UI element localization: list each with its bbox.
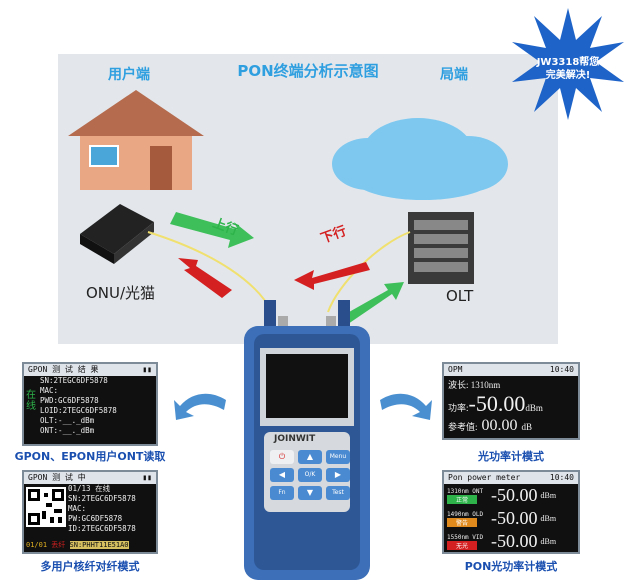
starburst-badge [512,8,624,120]
ont-line: PWD:GC6DF5878 [40,396,99,405]
pon-diagram: PON终端分析示意图 用户端 局端 [58,54,558,344]
ont-line: ONT:-__._dBm [40,426,95,435]
device-brand: JOINWIT [274,434,316,444]
battery-icon: ▮▮ [142,473,152,482]
pon-screen-header: Pon power meter 10:40 [444,472,578,484]
ont-status-vertical: 在线 [26,390,36,412]
device-keypad: ⏻ ▲ Menu ◀ O/K ▶ Fn ▼ Test [270,450,350,500]
ont-line: MAC: [40,386,59,395]
pon-time: 10:40 [549,473,574,482]
ok-button[interactable]: O/K [298,468,322,482]
pon-row-value: -50.00 [491,531,538,551]
opm-screen: OPM 10:40 波长: 1310nm 功率:-50.00dBm 参考值: 00… [442,362,580,440]
pon-row-label: 1310nm ONT [447,487,484,495]
test-button[interactable]: Test [326,486,350,500]
pon-row-unit: dBm [540,491,557,500]
pon-row-value: -50.00 [491,508,538,528]
multi-caption: 多用户核纤对纤模式 [40,560,140,573]
opm-power-row: 功率:-50.00dBm [448,391,574,417]
menu-button[interactable]: Menu [326,450,350,464]
fn-button[interactable]: Fn [270,486,294,500]
opm-header-title: OPM [448,365,463,374]
ont-line: SN:2TEGC6DF5878 [40,376,108,385]
badge-line1: JW3318帮您 [536,57,600,68]
battery-icon: ▮▮ [142,365,152,374]
pon-power-screen: Pon power meter 10:40 1310nm ONT 正常 -50.0… [442,470,580,554]
pon-row: 1490nm OLD 警告 -50.00 dBm [447,507,575,530]
multi-line: 01/13 在线 [68,484,111,493]
ont-header-title: GPON 测 试 结 果 [28,365,99,374]
ont-caption: GPON、EPON用户ONT读取 [14,450,166,463]
office-side-label: 局端 [440,67,468,83]
ref-value: 00.00 [481,417,518,434]
multi-footer-mid: 丢纤 [51,541,66,549]
multi-footer-left: 01/01 [26,541,48,549]
power-label: 功率: [448,403,469,413]
curved-arrow-left [174,393,226,420]
pon-row-value: -50.00 [491,485,538,505]
badge-line2: 完美解决! [545,70,591,81]
opm-ref-row: 参考值: 00.00 dB [448,417,574,435]
pon-row-tag: 正常 [447,494,477,504]
right-button[interactable]: ▶ [326,468,350,482]
power-value: -50.00 [468,391,526,416]
wavelength-value: 1310nm [470,380,501,390]
olt-label: OLT [446,287,474,305]
pon-row-label: 1550nm VID [447,533,484,541]
power-button[interactable]: ⏻ [270,450,294,464]
opm-time: 10:40 [549,365,574,374]
curved-arrow-right [380,393,432,420]
ont-line: OLT:-__._dBm [40,416,95,425]
badge-text: JW3318帮您 完美解决! [530,56,606,82]
power-unit: dBm [525,403,543,413]
multi-line: PW:GC6DF5878 [68,514,123,523]
multi-footer-right: SN:PHHT11E51A0 [69,541,129,549]
up-button[interactable]: ▲ [298,450,322,464]
qr-code-icon [26,487,66,527]
pon-caption: PON光功率计模式 [464,560,558,573]
house-icon [68,90,204,190]
user-side-label: 用户端 [108,67,150,83]
multi-line: ID:2TEGC6DF5878 [68,524,136,533]
ont-screen-header: GPON 测 试 结 果 ▮▮ [24,364,156,376]
ref-label: 参考值: [448,422,478,432]
opm-wavelength-row: 波长: 1310nm [448,378,574,391]
multi-footer: 01/01 丢纤 SN:PHHT11E51A0 [26,540,129,550]
opm-caption: 光功率计模式 [478,450,544,463]
pon-row-tag: 无光 [447,540,477,550]
diagram-title: PON终端分析示意图 [237,62,379,80]
multi-line: SN:2TEGC6DF5878 [68,494,136,503]
pon-row-unit: dBm [540,537,557,546]
diagram-illustration [68,90,508,324]
olt-icon [408,212,474,284]
onu-icon [80,204,154,264]
pon-row: 1310nm ONT 正常 -50.00 dBm [447,484,575,507]
down-button[interactable]: ▼ [298,486,322,500]
pon-row-unit: dBm [540,514,557,523]
ont-read-screen: GPON 测 试 结 果 ▮▮ 在线 SN:2TEGC6DF5878 MAC: P… [22,362,158,446]
multi-line: MAC: [68,504,87,513]
pon-header-title: Pon power meter [448,473,521,482]
down-arrow-left [178,258,232,298]
pon-row-tag: 警告 [447,517,477,527]
upstream-arrow [170,212,254,248]
multi-screen-header: GPON 测 试 中 ▮▮ [24,472,156,484]
wavelength-label: 波长: [448,380,469,390]
multi-header-title: GPON 测 试 中 [28,473,86,482]
cloud-icon [332,118,508,200]
onu-label: ONU/光猫 [86,284,156,302]
multi-user-screen: GPON 测 试 中 ▮▮ 01/13 在线 SN:2TEGC6DF5878 MA… [22,470,158,554]
ref-unit: dB [521,422,533,432]
ont-line: LOID:2TEGC6DF5878 [40,406,117,415]
pon-row: 1550nm VID 无光 -50.00 dBm [447,530,575,553]
left-button[interactable]: ◀ [270,468,294,482]
up-arrow-right [342,282,404,324]
opm-screen-header: OPM 10:40 [444,364,578,376]
downstream-arrow [294,262,370,290]
pon-row-label: 1490nm OLD [447,510,484,518]
